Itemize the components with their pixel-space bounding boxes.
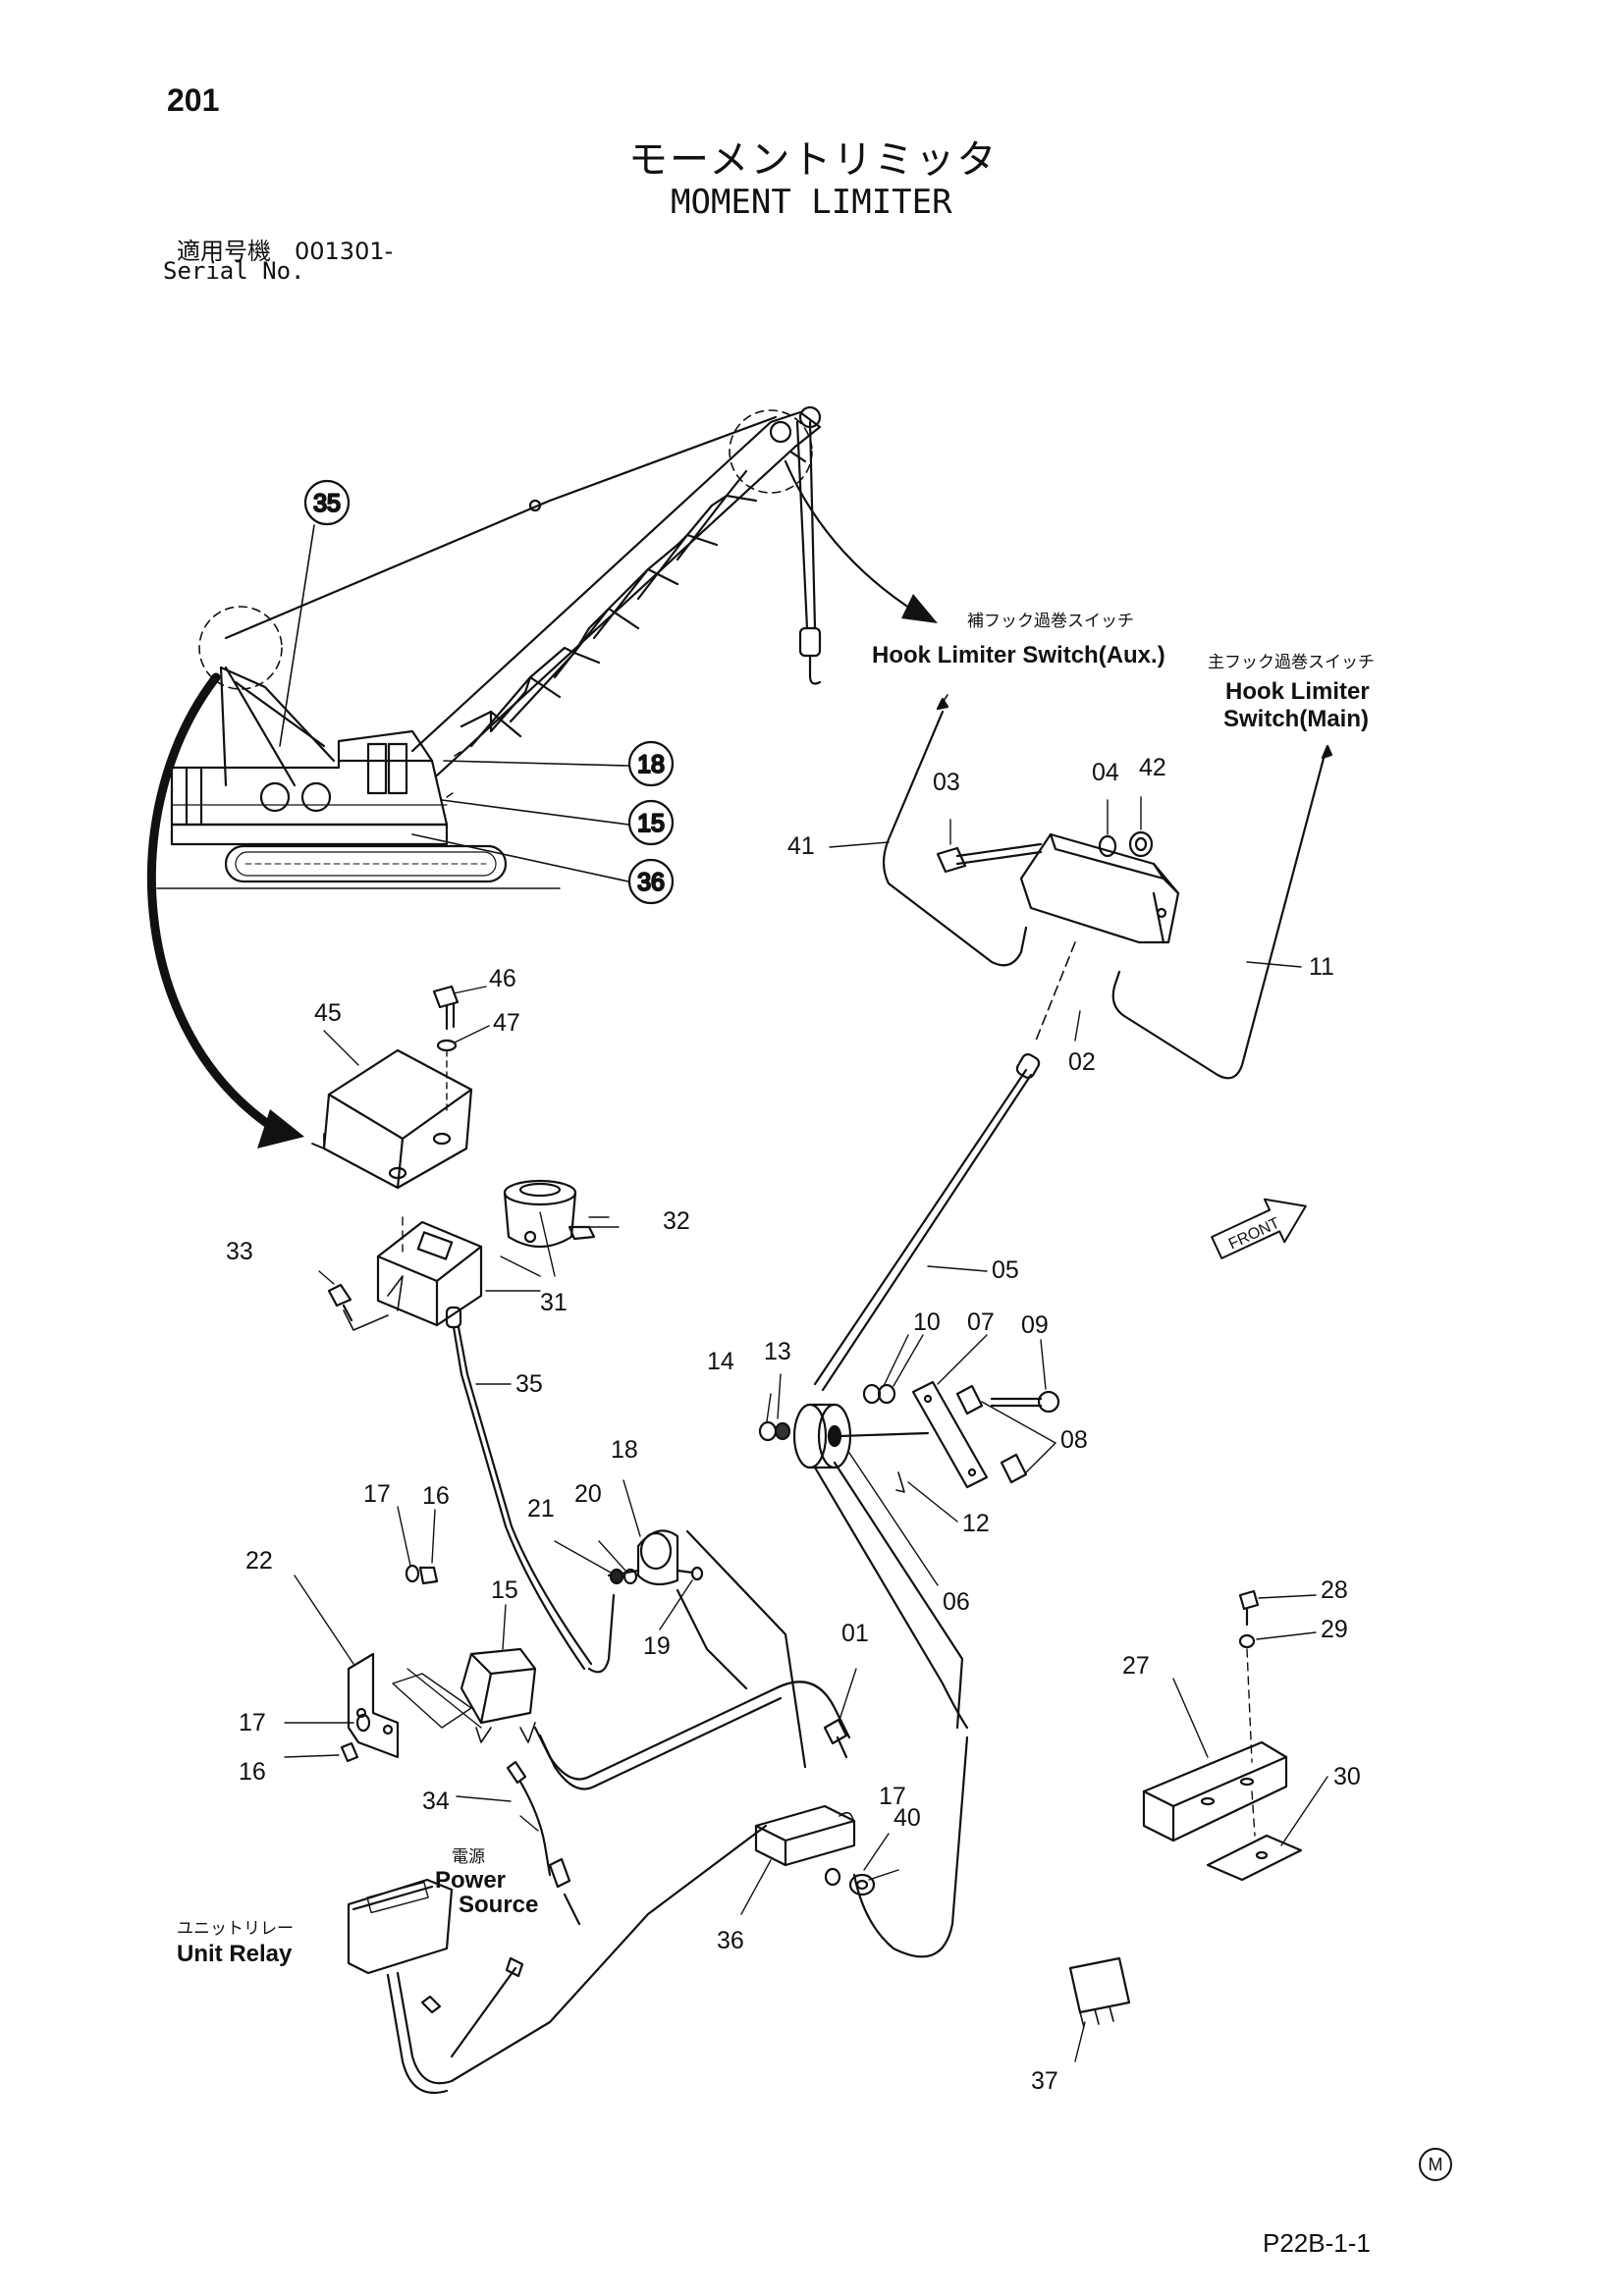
detail-arrows (146, 459, 938, 1148)
part-16-upper: 16 (422, 1482, 450, 1510)
part-34: 34 (422, 1788, 450, 1815)
serial-label-japanese: 適用号機 001301- (177, 238, 394, 265)
circle-label-18: 18 (637, 751, 665, 778)
part-14: 14 (707, 1348, 734, 1375)
lower-assembly (340, 1529, 1303, 2095)
front-arrow: FRONT (1211, 1198, 1307, 1259)
part-06: 06 (943, 1588, 970, 1616)
circled-callouts: 35 18 15 36 (303, 479, 675, 905)
part-36: 36 (717, 1927, 744, 1954)
part-47: 47 (493, 1009, 520, 1037)
part-11: 11 (1309, 953, 1334, 981)
registered-mark: M (1419, 2148, 1452, 2181)
circle-label-15: 15 (637, 810, 665, 837)
part-13: 13 (764, 1338, 791, 1365)
hook-limiter-assembly (882, 694, 1333, 1080)
power-source-en-line2: Source (459, 1892, 538, 1918)
power-source-jp: 電源 (452, 1847, 485, 1866)
control-box-assembly (311, 985, 616, 1674)
part-46: 46 (489, 965, 516, 992)
part-22: 22 (245, 1547, 273, 1575)
title-english: MOMENT LIMITER (671, 183, 952, 222)
aux-switch-jp: 補フック過巻スイッチ (967, 612, 1134, 630)
unit-relay-en: Unit Relay (177, 1941, 293, 1967)
part-40: 40 (893, 1804, 921, 1832)
circle-label-36: 36 (637, 869, 665, 896)
part-30: 30 (1333, 1763, 1361, 1790)
part-27: 27 (1122, 1652, 1150, 1680)
crane-illustration (156, 405, 822, 889)
serial-label-english: Serial No. (163, 257, 305, 285)
page-number: 201 (167, 82, 220, 118)
unit-relay-jp: ユニットリレー (177, 1919, 294, 1938)
part-17-right: 17 (879, 1783, 906, 1810)
main-switch-en-line1: Hook Limiter (1225, 678, 1370, 705)
part-33: 33 (226, 1238, 253, 1265)
part-08: 08 (1060, 1426, 1088, 1454)
part-04: 04 (1092, 759, 1119, 786)
main-switch-jp: 主フック過巻スイッチ (1208, 653, 1375, 671)
part-19: 19 (643, 1632, 671, 1660)
part-07: 07 (967, 1308, 995, 1336)
title-japanese: モーメントリミッタ (628, 137, 999, 183)
part-15: 15 (491, 1576, 518, 1604)
part-10: 10 (913, 1308, 941, 1336)
aux-switch-en: Hook Limiter Switch(Aux.) (872, 642, 1165, 668)
part-21: 21 (527, 1495, 555, 1522)
part-18: 18 (611, 1436, 638, 1464)
part-01: 01 (841, 1620, 869, 1647)
part-12: 12 (962, 1510, 990, 1537)
part-31: 31 (540, 1289, 568, 1316)
part-03: 03 (933, 769, 960, 796)
part-45: 45 (314, 999, 342, 1027)
part-29: 29 (1321, 1616, 1348, 1643)
part-37: 37 (1031, 2067, 1058, 2095)
part-17-lower: 17 (239, 1709, 266, 1736)
part-20: 20 (574, 1480, 602, 1508)
part-leader-lines (284, 796, 1328, 2062)
part-17-upper: 17 (363, 1480, 391, 1508)
front-label: FRONT (1226, 1215, 1282, 1254)
power-source-en-line1: Power (435, 1867, 506, 1894)
main-switch-en-line2: Switch(Main) (1223, 706, 1369, 732)
cable-05-and-drum (758, 1053, 1060, 1730)
part-05: 05 (992, 1256, 1019, 1284)
callout-text: 補フック過巻スイッチ Hook Limiter Switch(Aux.) 主フッ… (177, 612, 1375, 1967)
part-32: 32 (663, 1207, 690, 1235)
part-number-labels: 41 03 04 42 11 02 05 45 46 47 32 33 31 3… (226, 754, 1361, 2095)
circle-label-35: 35 (313, 490, 341, 517)
part-42: 42 (1139, 754, 1166, 781)
part-41: 41 (787, 832, 815, 860)
part-35: 35 (515, 1370, 543, 1398)
drawing-code: P22B-1-1 (1263, 2228, 1371, 2258)
part-28: 28 (1321, 1576, 1348, 1604)
part-16-lower: 16 (239, 1758, 266, 1786)
part-09: 09 (1021, 1311, 1049, 1339)
part-02: 02 (1068, 1048, 1096, 1076)
